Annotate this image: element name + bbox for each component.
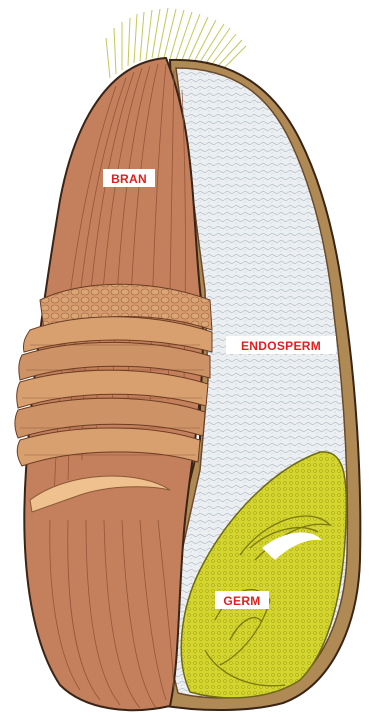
svg-text:BRAN: BRAN	[111, 172, 147, 186]
svg-text:GERM: GERM	[223, 594, 260, 608]
svg-text:ENDOSPERM: ENDOSPERM	[241, 339, 321, 353]
endosperm-label: ENDOSPERM	[226, 336, 336, 354]
germ-label: GERM	[215, 591, 269, 609]
bran-label: BRAN	[103, 169, 155, 187]
